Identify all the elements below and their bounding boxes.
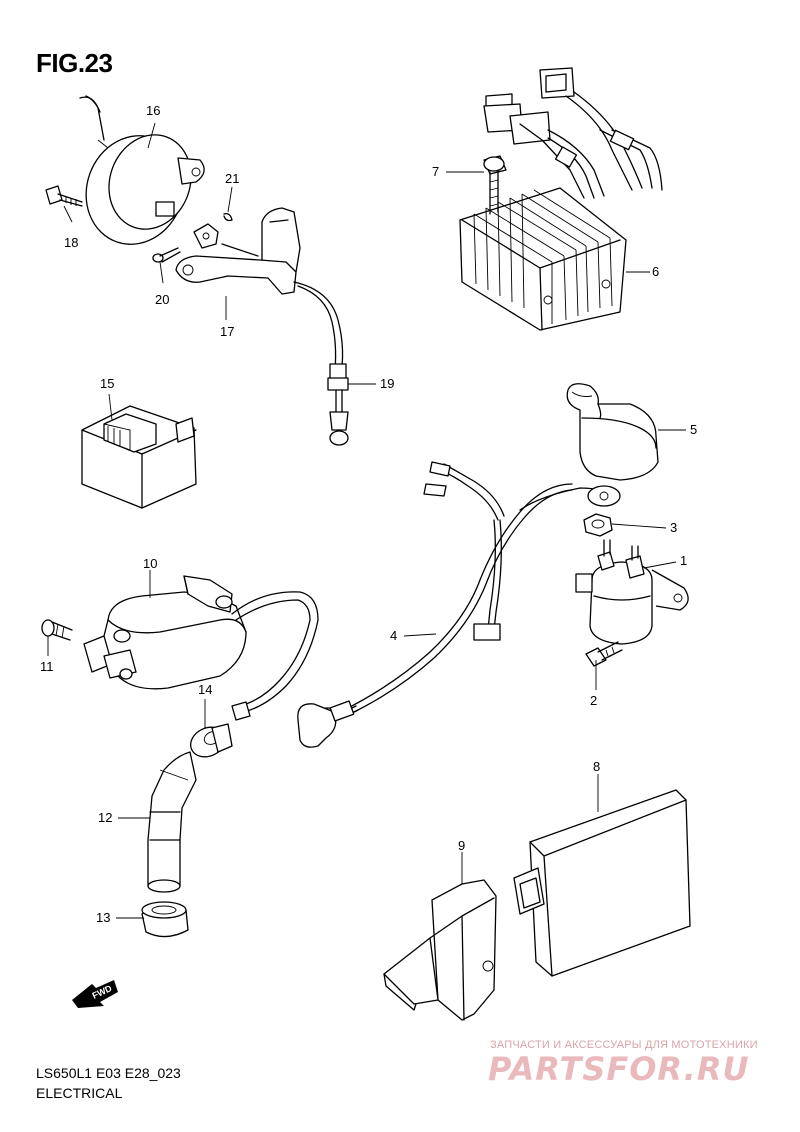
- screw-20-drawing: [152, 247, 181, 263]
- regulator-drawing: [459, 67, 663, 331]
- callout-19: 19: [380, 376, 395, 391]
- callout-13: 13: [96, 910, 111, 925]
- grommet-14-drawing: [189, 723, 233, 758]
- callout-18: 18: [64, 235, 79, 250]
- callout-6: 6: [652, 264, 660, 279]
- callout-16: 16: [146, 103, 161, 118]
- watermark-tagline: ЗАПЧАСТИ И АКСЕССУАРЫ ДЛЯ МОТОТЕХНИКИ: [490, 1039, 758, 1051]
- relay-15-drawing: [81, 405, 197, 509]
- clip-21-drawing: [193, 212, 233, 249]
- signal-generator-drawing: [79, 95, 205, 245]
- callout-20: 20: [155, 292, 170, 307]
- callout-21: 21: [225, 171, 240, 186]
- igniter-bracket-9-drawing: [383, 879, 497, 1021]
- nut-3-drawing: [583, 513, 613, 537]
- leader-lines: [47, 122, 686, 919]
- callout-9: 9: [458, 838, 466, 853]
- relay-cover-5-drawing: [566, 383, 659, 481]
- switch-19-drawing: [293, 281, 349, 446]
- figure-title: FIG.23: [36, 48, 113, 78]
- diagram-code: LS650L1 E03 E28_023: [36, 1065, 181, 1081]
- watermark-logo: PARTSFOR.RU: [488, 1050, 750, 1088]
- ignition-coil-10-drawing: [83, 575, 319, 721]
- callout-4: 4: [390, 628, 398, 643]
- igniter-8-drawing: [513, 789, 691, 977]
- harness-4-drawing: [297, 461, 621, 748]
- fwd-arrow-icon: FWD: [72, 980, 118, 1008]
- starter-relay-1-drawing: [575, 539, 689, 645]
- callout-11: 11: [40, 659, 54, 674]
- callout-7: 7: [432, 164, 440, 179]
- callout-1: 1: [680, 553, 688, 568]
- callout-8: 8: [593, 759, 601, 774]
- seal-13-drawing: [141, 901, 189, 938]
- callout-2: 2: [590, 693, 598, 708]
- callout-12: 12: [98, 810, 113, 825]
- bolt-2-drawing: [585, 641, 623, 667]
- callout-17: 17: [220, 324, 235, 339]
- callout-5: 5: [690, 422, 698, 437]
- bolt-11-drawing: [41, 619, 73, 641]
- bolt-18-drawing: [45, 185, 83, 207]
- plug-cap-12-drawing: [147, 751, 197, 893]
- callout-3: 3: [670, 520, 678, 535]
- callout-15: 15: [100, 376, 115, 391]
- callout-10: 10: [143, 556, 158, 571]
- bracket-17-drawing: [175, 207, 301, 295]
- section-title: ELECTRICAL: [36, 1085, 123, 1101]
- callout-14: 14: [198, 682, 213, 697]
- bolt-7-drawing: [483, 155, 507, 215]
